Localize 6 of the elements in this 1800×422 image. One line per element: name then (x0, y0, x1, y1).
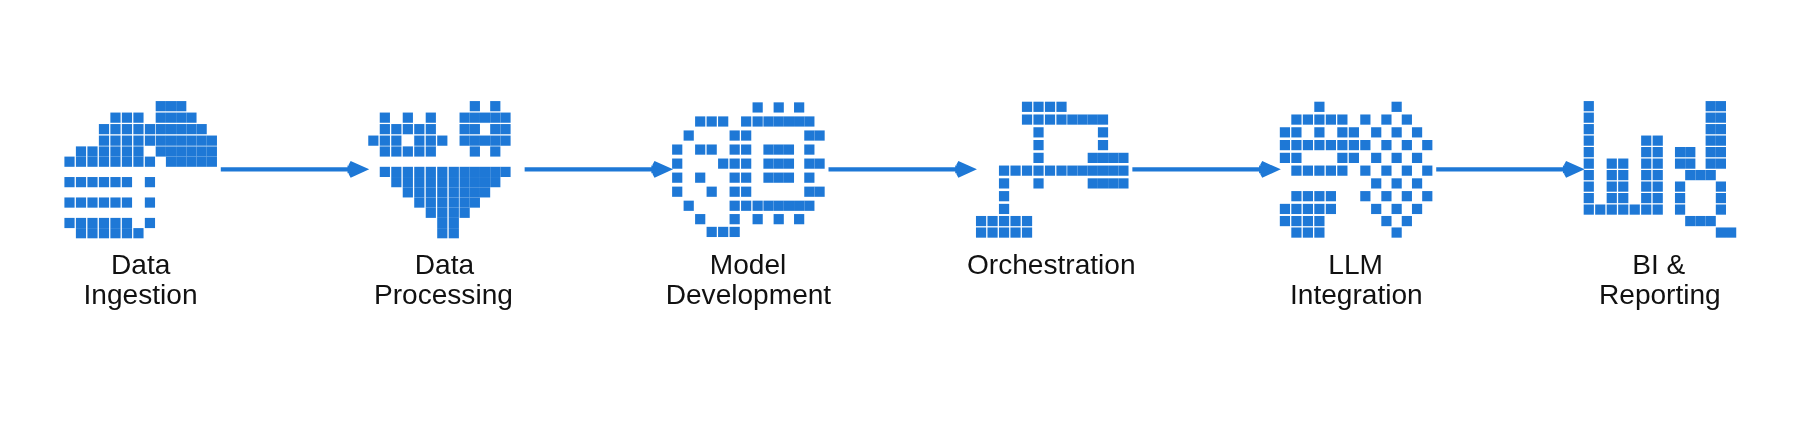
node-label: BI & Reporting (1598, 248, 1721, 310)
node-label: Data Ingestion (83, 248, 198, 310)
node-label: LLM Integration (1290, 248, 1423, 310)
node-label: Model Development (665, 248, 832, 310)
node-label: Data Processing (374, 248, 513, 310)
node-label: Orchestration (967, 248, 1136, 280)
